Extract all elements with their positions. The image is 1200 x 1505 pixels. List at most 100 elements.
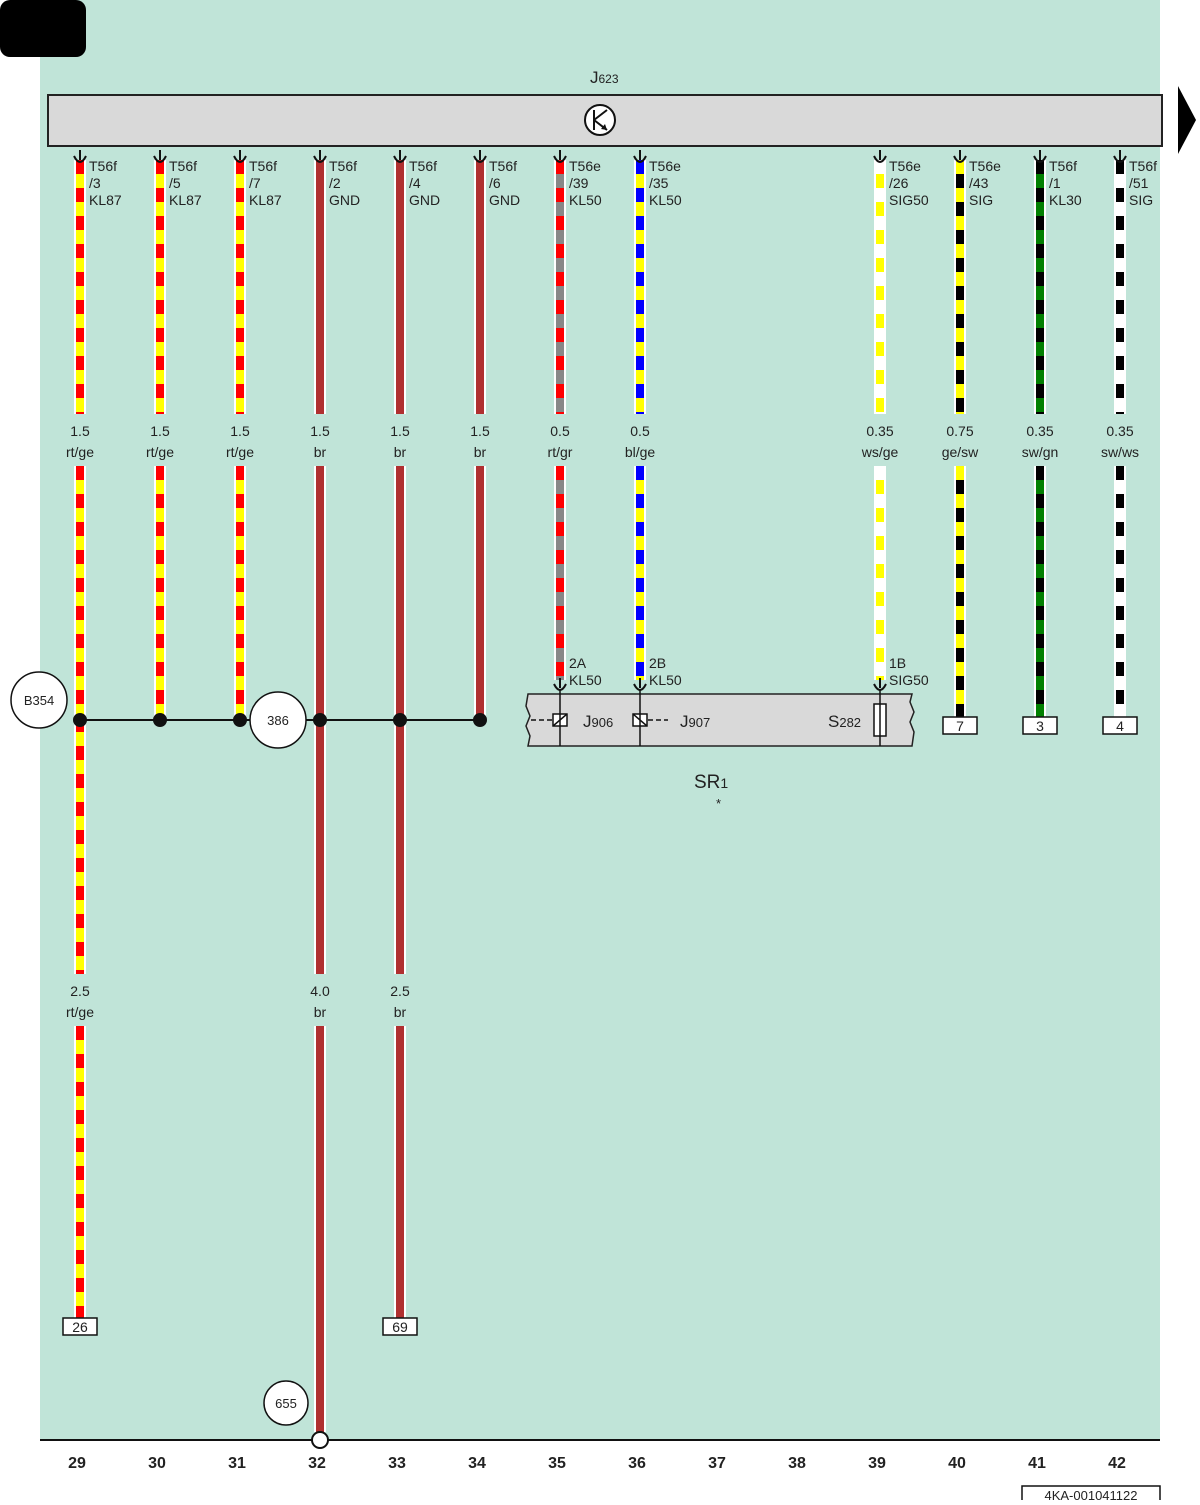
wire-color-label: br xyxy=(314,444,327,460)
pin-top-31 xyxy=(233,150,247,163)
column-number: 38 xyxy=(788,1455,806,1472)
pin-top-33 xyxy=(393,150,407,163)
column-number: 41 xyxy=(1028,1455,1046,1472)
transistor-symbol-icon xyxy=(584,104,616,136)
pin-connector-label: T56e xyxy=(569,158,601,174)
reference-box: 4 xyxy=(1102,716,1138,735)
svg-text:B354: B354 xyxy=(24,693,54,708)
pin-top-32 xyxy=(313,150,327,163)
reference-box: 7 xyxy=(942,716,978,735)
column-number: 36 xyxy=(628,1455,646,1472)
column-number: 37 xyxy=(708,1455,726,1472)
continuation-arrow-icon xyxy=(1178,86,1196,154)
splice-dot xyxy=(313,713,327,727)
wire-color-label: sw/ws xyxy=(1101,444,1139,460)
pin-bottom-label: SIG50 xyxy=(889,672,929,688)
wire-size-label: 0.35 xyxy=(1026,423,1053,439)
wire-color-label: sw/gn xyxy=(1022,444,1059,460)
reference-label: 3 xyxy=(1036,718,1044,734)
pin-top-41 xyxy=(1033,150,1047,163)
wire-size-label: 1.5 xyxy=(230,423,250,439)
pin-bottom-label: 2A xyxy=(569,655,587,671)
wire-size-label: 1.5 xyxy=(70,423,90,439)
connector-b354: B354 xyxy=(10,671,68,729)
splice-dot xyxy=(233,713,247,727)
pin-connector-label: T56f xyxy=(169,158,197,174)
pin-number-label: /1 xyxy=(1049,175,1061,191)
column-number: 39 xyxy=(868,1455,886,1472)
pin-number-label: /43 xyxy=(969,175,989,191)
wire-color-label: rt/ge xyxy=(66,1004,94,1020)
wire-color-label: ge/sw xyxy=(942,444,979,460)
splice-dot xyxy=(153,713,167,727)
reference-label: 7 xyxy=(956,718,964,734)
column-number: 34 xyxy=(468,1455,486,1472)
pin-number-label: /2 xyxy=(329,175,341,191)
pin-bottom-label: KL50 xyxy=(649,672,682,688)
splice-dots xyxy=(73,713,487,727)
wire-color-label: rt/ge xyxy=(66,444,94,460)
wire-color-label: rt/ge xyxy=(146,444,174,460)
column-number: 35 xyxy=(548,1455,566,1472)
pin-number-label: /3 xyxy=(89,175,101,191)
pin-connector-label: T56e xyxy=(649,158,681,174)
pin-top-29 xyxy=(73,150,87,163)
wire-labels: T56f/3KL871.5rt/ge2.5rt/geT56f/5KL871.5r… xyxy=(66,158,1157,1020)
column-number: 32 xyxy=(308,1455,326,1472)
column-number: 42 xyxy=(1108,1455,1126,1472)
pin-number-label: /4 xyxy=(409,175,421,191)
ground-connection-386: 386 xyxy=(249,691,307,749)
pin-top-30 xyxy=(153,150,167,163)
pin-bottom-label: KL50 xyxy=(569,672,602,688)
pin-top-40 xyxy=(953,150,967,163)
pin-function-label: GND xyxy=(409,192,440,208)
wire-color-label: br xyxy=(474,444,487,460)
pin-number-label: /7 xyxy=(249,175,261,191)
pin-function-label: KL30 xyxy=(1049,192,1082,208)
wire-size-label: 0.35 xyxy=(1106,423,1133,439)
reference-box: 69 xyxy=(382,1317,418,1336)
wire-color-label: br xyxy=(394,444,407,460)
wire-size-label: 0.5 xyxy=(550,423,570,439)
reference-label: 69 xyxy=(392,1319,408,1335)
pin-top-35 xyxy=(553,150,567,163)
pin-top-42 xyxy=(1113,150,1127,163)
pin-connector-label: T56f xyxy=(249,158,277,174)
wire-size-label: 1.5 xyxy=(150,423,170,439)
wire-size-label: 0.35 xyxy=(866,423,893,439)
column-number: 40 xyxy=(948,1455,966,1472)
pin-connector-label: T56e xyxy=(969,158,1001,174)
reference-label: 4 xyxy=(1116,718,1124,734)
wire-size-label: 1.5 xyxy=(310,423,330,439)
pin-function-label: KL50 xyxy=(649,192,682,208)
pin-function-label: GND xyxy=(489,192,520,208)
svg-text:655: 655 xyxy=(275,1396,297,1411)
ground-terminal-icon xyxy=(311,1431,329,1449)
fuse-s282-label: S282 xyxy=(828,712,861,731)
wire-color-label: rt/gr xyxy=(548,444,573,460)
wire-color-label: ws/ge xyxy=(861,444,899,460)
control-unit-label: J623 xyxy=(590,68,619,87)
document-code-box: 4KA-001041122 xyxy=(1021,1485,1161,1505)
ground-point-655: 655 xyxy=(263,1380,309,1426)
relay-carrier-sr1 xyxy=(525,693,915,747)
pin-function-label: KL87 xyxy=(89,192,122,208)
page-tab xyxy=(0,0,86,57)
pin-bottom-label: 2B xyxy=(649,655,666,671)
pin-connector-label: T56f xyxy=(1129,158,1157,174)
wire-color-label: br xyxy=(314,1004,327,1020)
wire-size-label: 2.5 xyxy=(390,983,410,999)
svg-text:386: 386 xyxy=(267,713,289,728)
pin-function-label: KL50 xyxy=(569,192,602,208)
column-number: 33 xyxy=(388,1455,406,1472)
reference-box: 3 xyxy=(1022,716,1058,735)
pin-bottom-label: 1B xyxy=(889,655,906,671)
pin-connector-label: T56e xyxy=(889,158,921,174)
wire-size-label: 1.5 xyxy=(470,423,490,439)
splice-dot xyxy=(473,713,487,727)
pin-connector-label: T56f xyxy=(329,158,357,174)
splice-dot xyxy=(73,713,87,727)
